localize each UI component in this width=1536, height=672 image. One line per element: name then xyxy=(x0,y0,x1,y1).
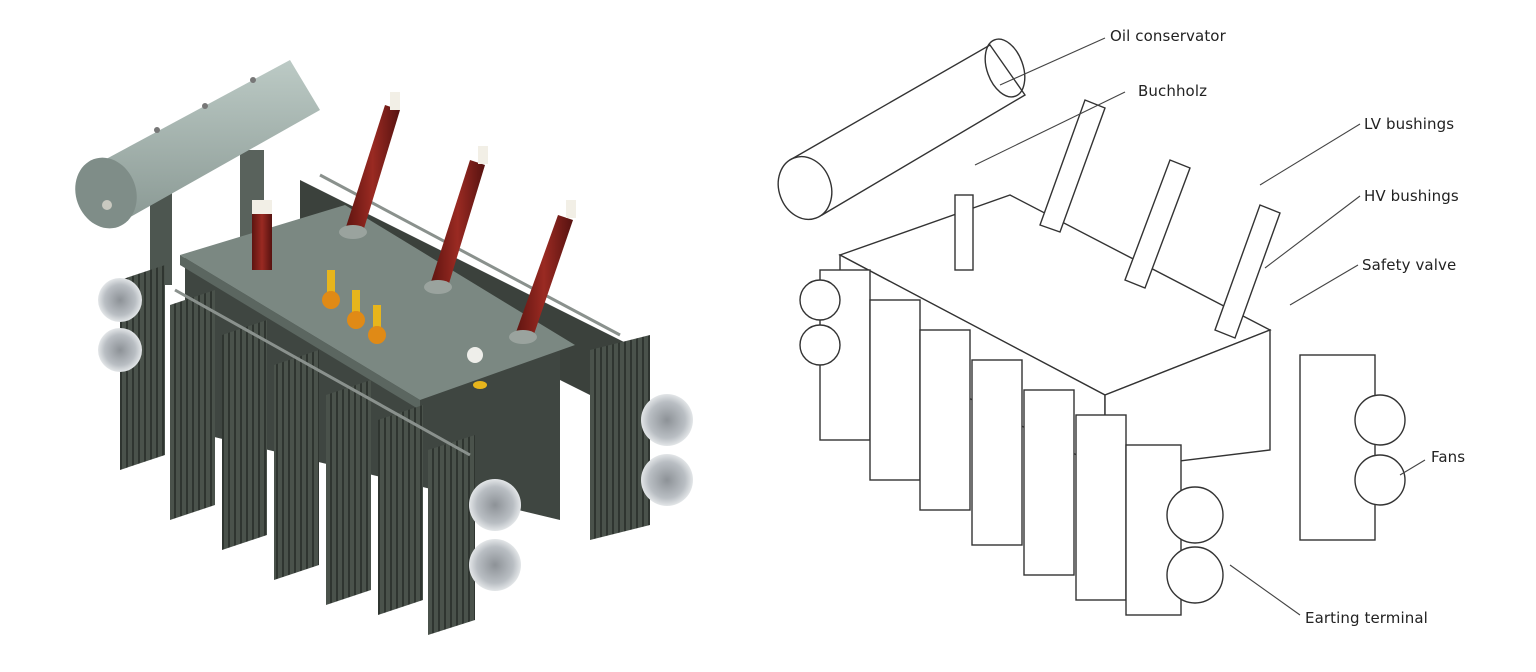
label-earting-terminal: Earting terminal xyxy=(1305,609,1428,627)
radiators-drawing xyxy=(819,269,1376,616)
label-oil-conservator: Oil conservator xyxy=(1110,27,1226,45)
labeled-line-drawing-view: Oil conservator Buchholz LV bushings HV … xyxy=(760,0,1536,672)
label-buchholz: Buchholz xyxy=(1138,82,1208,100)
oil-conservator-drawing xyxy=(777,38,1027,221)
bushings-drawing xyxy=(954,99,1281,339)
rendered-transformer-illustration xyxy=(75,60,693,635)
label-hv-bushings: HV bushings xyxy=(1364,187,1459,205)
rendered-transformer-view xyxy=(0,0,760,672)
label-fans: Fans xyxy=(1431,448,1466,466)
label-lv-bushings: LV bushings xyxy=(1364,115,1455,133)
leader-lines xyxy=(974,37,1426,616)
oil-conservator-render xyxy=(75,60,320,229)
line-drawing-illustration xyxy=(777,37,1426,616)
fans-render xyxy=(98,278,693,591)
label-safety-valve: Safety valve xyxy=(1362,256,1457,274)
fans-drawing xyxy=(799,279,1406,604)
lv-bushings-render xyxy=(322,270,487,389)
radiators-front xyxy=(120,173,650,635)
hv-bushings-render xyxy=(339,92,576,344)
